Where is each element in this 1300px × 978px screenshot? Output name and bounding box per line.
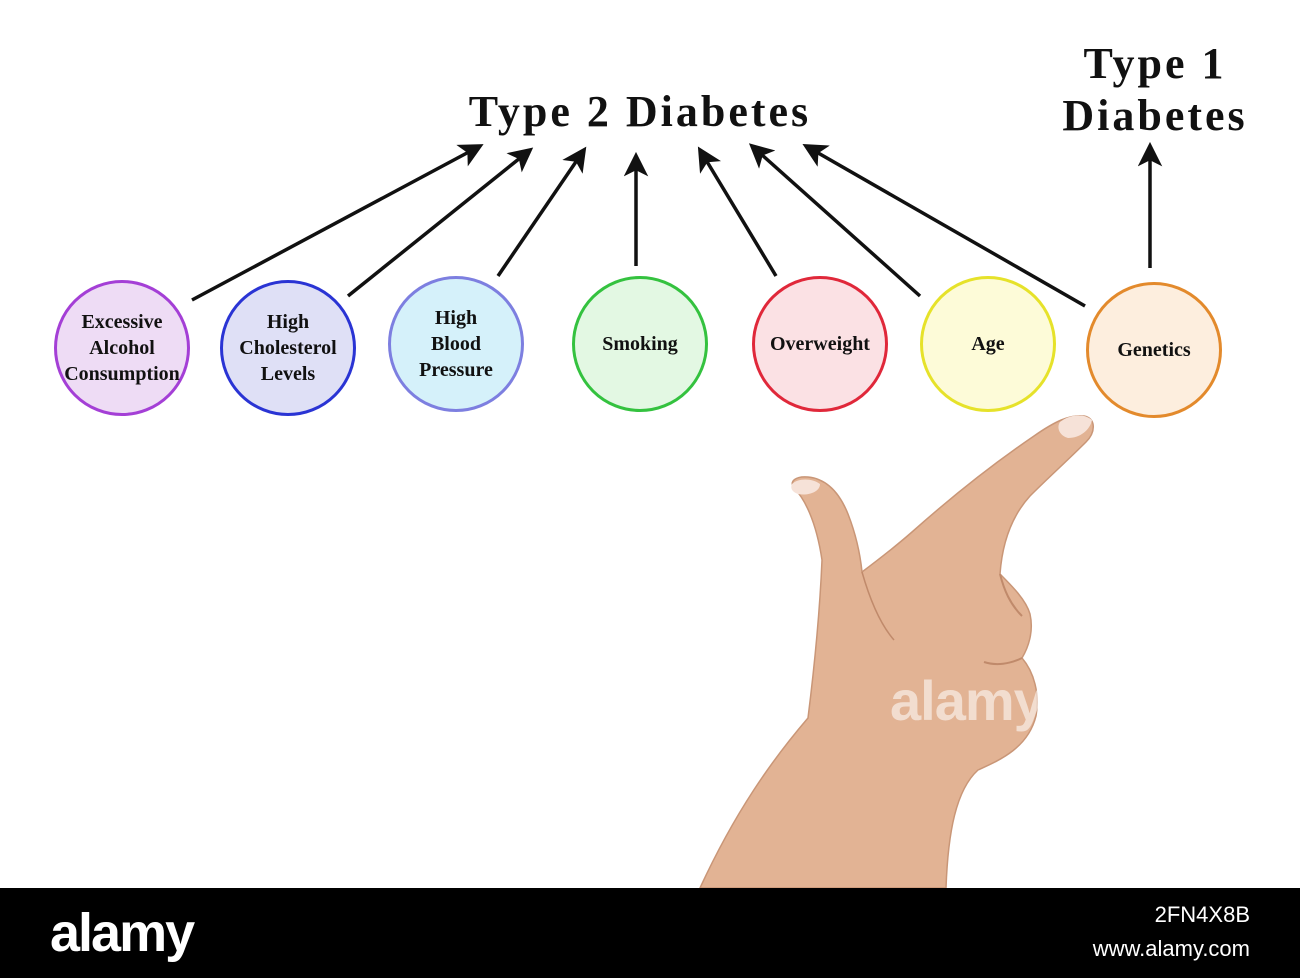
node-label: Smoking xyxy=(602,331,678,357)
arrow-age xyxy=(748,143,922,298)
node-label-line: Excessive xyxy=(81,311,163,333)
node-age: Age xyxy=(920,276,1056,412)
node-smoking: Smoking xyxy=(572,276,708,412)
type1-diabetes-title: Type 1 Diabetes xyxy=(1030,38,1280,142)
node-genetics: Genetics xyxy=(1086,282,1222,418)
node-label-line: Overweight xyxy=(770,333,870,355)
type2-diabetes-title: Type 2 Diabetes xyxy=(468,87,812,136)
type1-title-line1: Type 1 xyxy=(1083,39,1227,88)
arrow-blood-pressure xyxy=(496,146,587,277)
footer-logo: alamy xyxy=(50,903,195,963)
arrow-genetics-type2 xyxy=(802,143,1086,308)
node-label: Age xyxy=(971,331,1004,357)
node-label-line: Consumption xyxy=(64,363,180,385)
node-label-line: Blood xyxy=(430,333,481,355)
arrow-alcohol xyxy=(191,144,484,302)
arrows-layer xyxy=(191,141,1163,308)
node-overweight: Overweight xyxy=(752,276,888,412)
arrow-overweight xyxy=(697,146,778,277)
node-label-line: Smoking xyxy=(602,333,678,355)
arrow-cholesterol xyxy=(346,147,534,298)
node-label-line: Alcohol xyxy=(89,337,155,359)
footer-image-id: 2FN4X8B xyxy=(1154,902,1250,927)
type1-title-line2: Diabetes xyxy=(1062,91,1248,140)
node-label-line: Age xyxy=(971,333,1005,355)
node-label-line: Pressure xyxy=(419,359,493,381)
node-label: Overweight xyxy=(770,331,870,357)
node-label-line: Genetics xyxy=(1117,339,1191,361)
footer-bar: alamy 2FN4X8B www.alamy.com xyxy=(0,888,1300,978)
diagram-canvas: Type 2 Diabetes Type 1 Diabetes Excessiv… xyxy=(54,38,1280,888)
footer-image-info: 2FN4X8B www.alamy.com xyxy=(1093,898,1250,966)
node-label-line: Cholesterol xyxy=(239,337,337,359)
node-label-line: High xyxy=(266,311,310,333)
node-label-line: Levels xyxy=(260,363,316,385)
footer-site: www.alamy.com xyxy=(1092,936,1250,961)
node-label-line: High xyxy=(434,307,478,329)
watermark-text: alamy xyxy=(890,669,1045,732)
node-label: Genetics xyxy=(1117,337,1190,363)
pointing-hand-image xyxy=(699,414,1094,888)
